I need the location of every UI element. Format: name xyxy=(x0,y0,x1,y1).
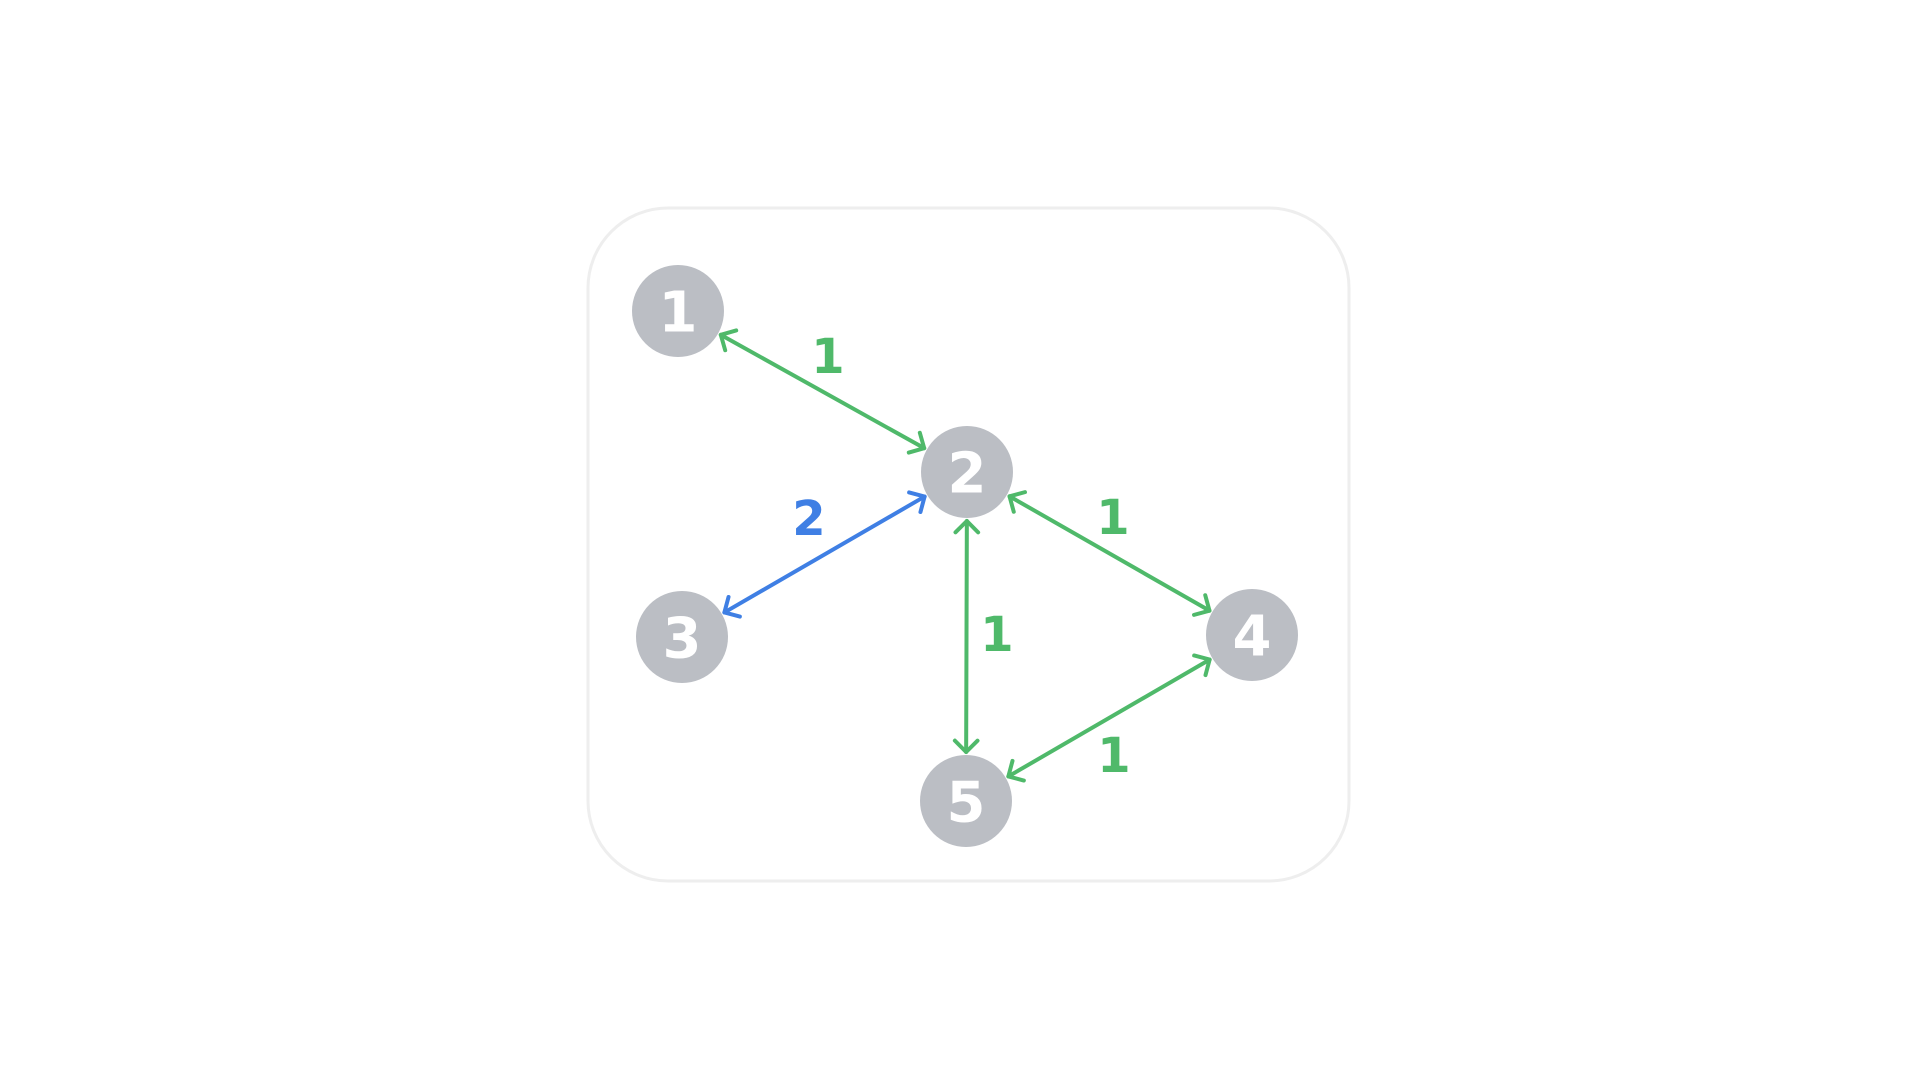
edge-weight-label-2-5: 1 xyxy=(980,607,1013,663)
node-label-3: 3 xyxy=(663,607,702,672)
edge-line-5-4 xyxy=(1006,657,1212,779)
node-3: 3 xyxy=(636,591,728,683)
edge-weight-label-1-2: 1 xyxy=(811,329,844,385)
node-circle-5 xyxy=(920,755,1012,847)
arrowhead-5-4-start xyxy=(1006,758,1026,783)
node-1: 1 xyxy=(632,265,724,357)
edge-weight-label-3-2: 2 xyxy=(792,491,825,547)
arrowhead-3-2-start xyxy=(722,594,742,619)
edges-layer: 1 2 1 1 1 xyxy=(718,328,1212,784)
node-label-1: 1 xyxy=(659,281,698,346)
node-label-2: 2 xyxy=(948,442,987,507)
node-label-4: 4 xyxy=(1233,605,1272,670)
edge-3-2: 2 xyxy=(722,490,927,619)
edge-weight-label-2-4: 1 xyxy=(1096,490,1129,546)
node-5: 5 xyxy=(920,755,1012,847)
node-circle-4 xyxy=(1206,589,1298,681)
node-label-5: 5 xyxy=(947,771,986,836)
node-2: 2 xyxy=(921,426,1013,518)
arrowhead-2-4-end xyxy=(1192,593,1212,617)
node-circle-3 xyxy=(636,591,728,683)
edge-line-3-2 xyxy=(722,494,927,615)
edge-line-2-4 xyxy=(1007,494,1212,613)
node-4: 4 xyxy=(1206,589,1298,681)
arrowhead-2-5-start xyxy=(953,519,981,535)
edge-5-4: 1 xyxy=(1006,653,1212,784)
edge-line-1-2 xyxy=(718,332,927,451)
arrowhead-1-2-end xyxy=(906,430,927,455)
edge-1-2: 1 xyxy=(718,328,927,455)
edge-line-2-5 xyxy=(964,518,969,755)
node-circle-2 xyxy=(921,426,1013,518)
arrowhead-3-2-end xyxy=(907,490,927,515)
node-circle-1 xyxy=(632,265,724,357)
arrowhead-2-5-end xyxy=(952,738,980,754)
arrowhead-5-4-end xyxy=(1192,653,1212,678)
edge-2-4: 1 xyxy=(1007,490,1212,617)
nodes-layer: 1 2 3 4 5 xyxy=(632,265,1298,847)
edge-weight-label-5-4: 1 xyxy=(1097,728,1130,784)
arrowhead-1-2-start xyxy=(718,328,739,353)
arrowhead-2-4-start xyxy=(1007,490,1027,514)
edge-2-5: 1 xyxy=(952,518,1014,755)
